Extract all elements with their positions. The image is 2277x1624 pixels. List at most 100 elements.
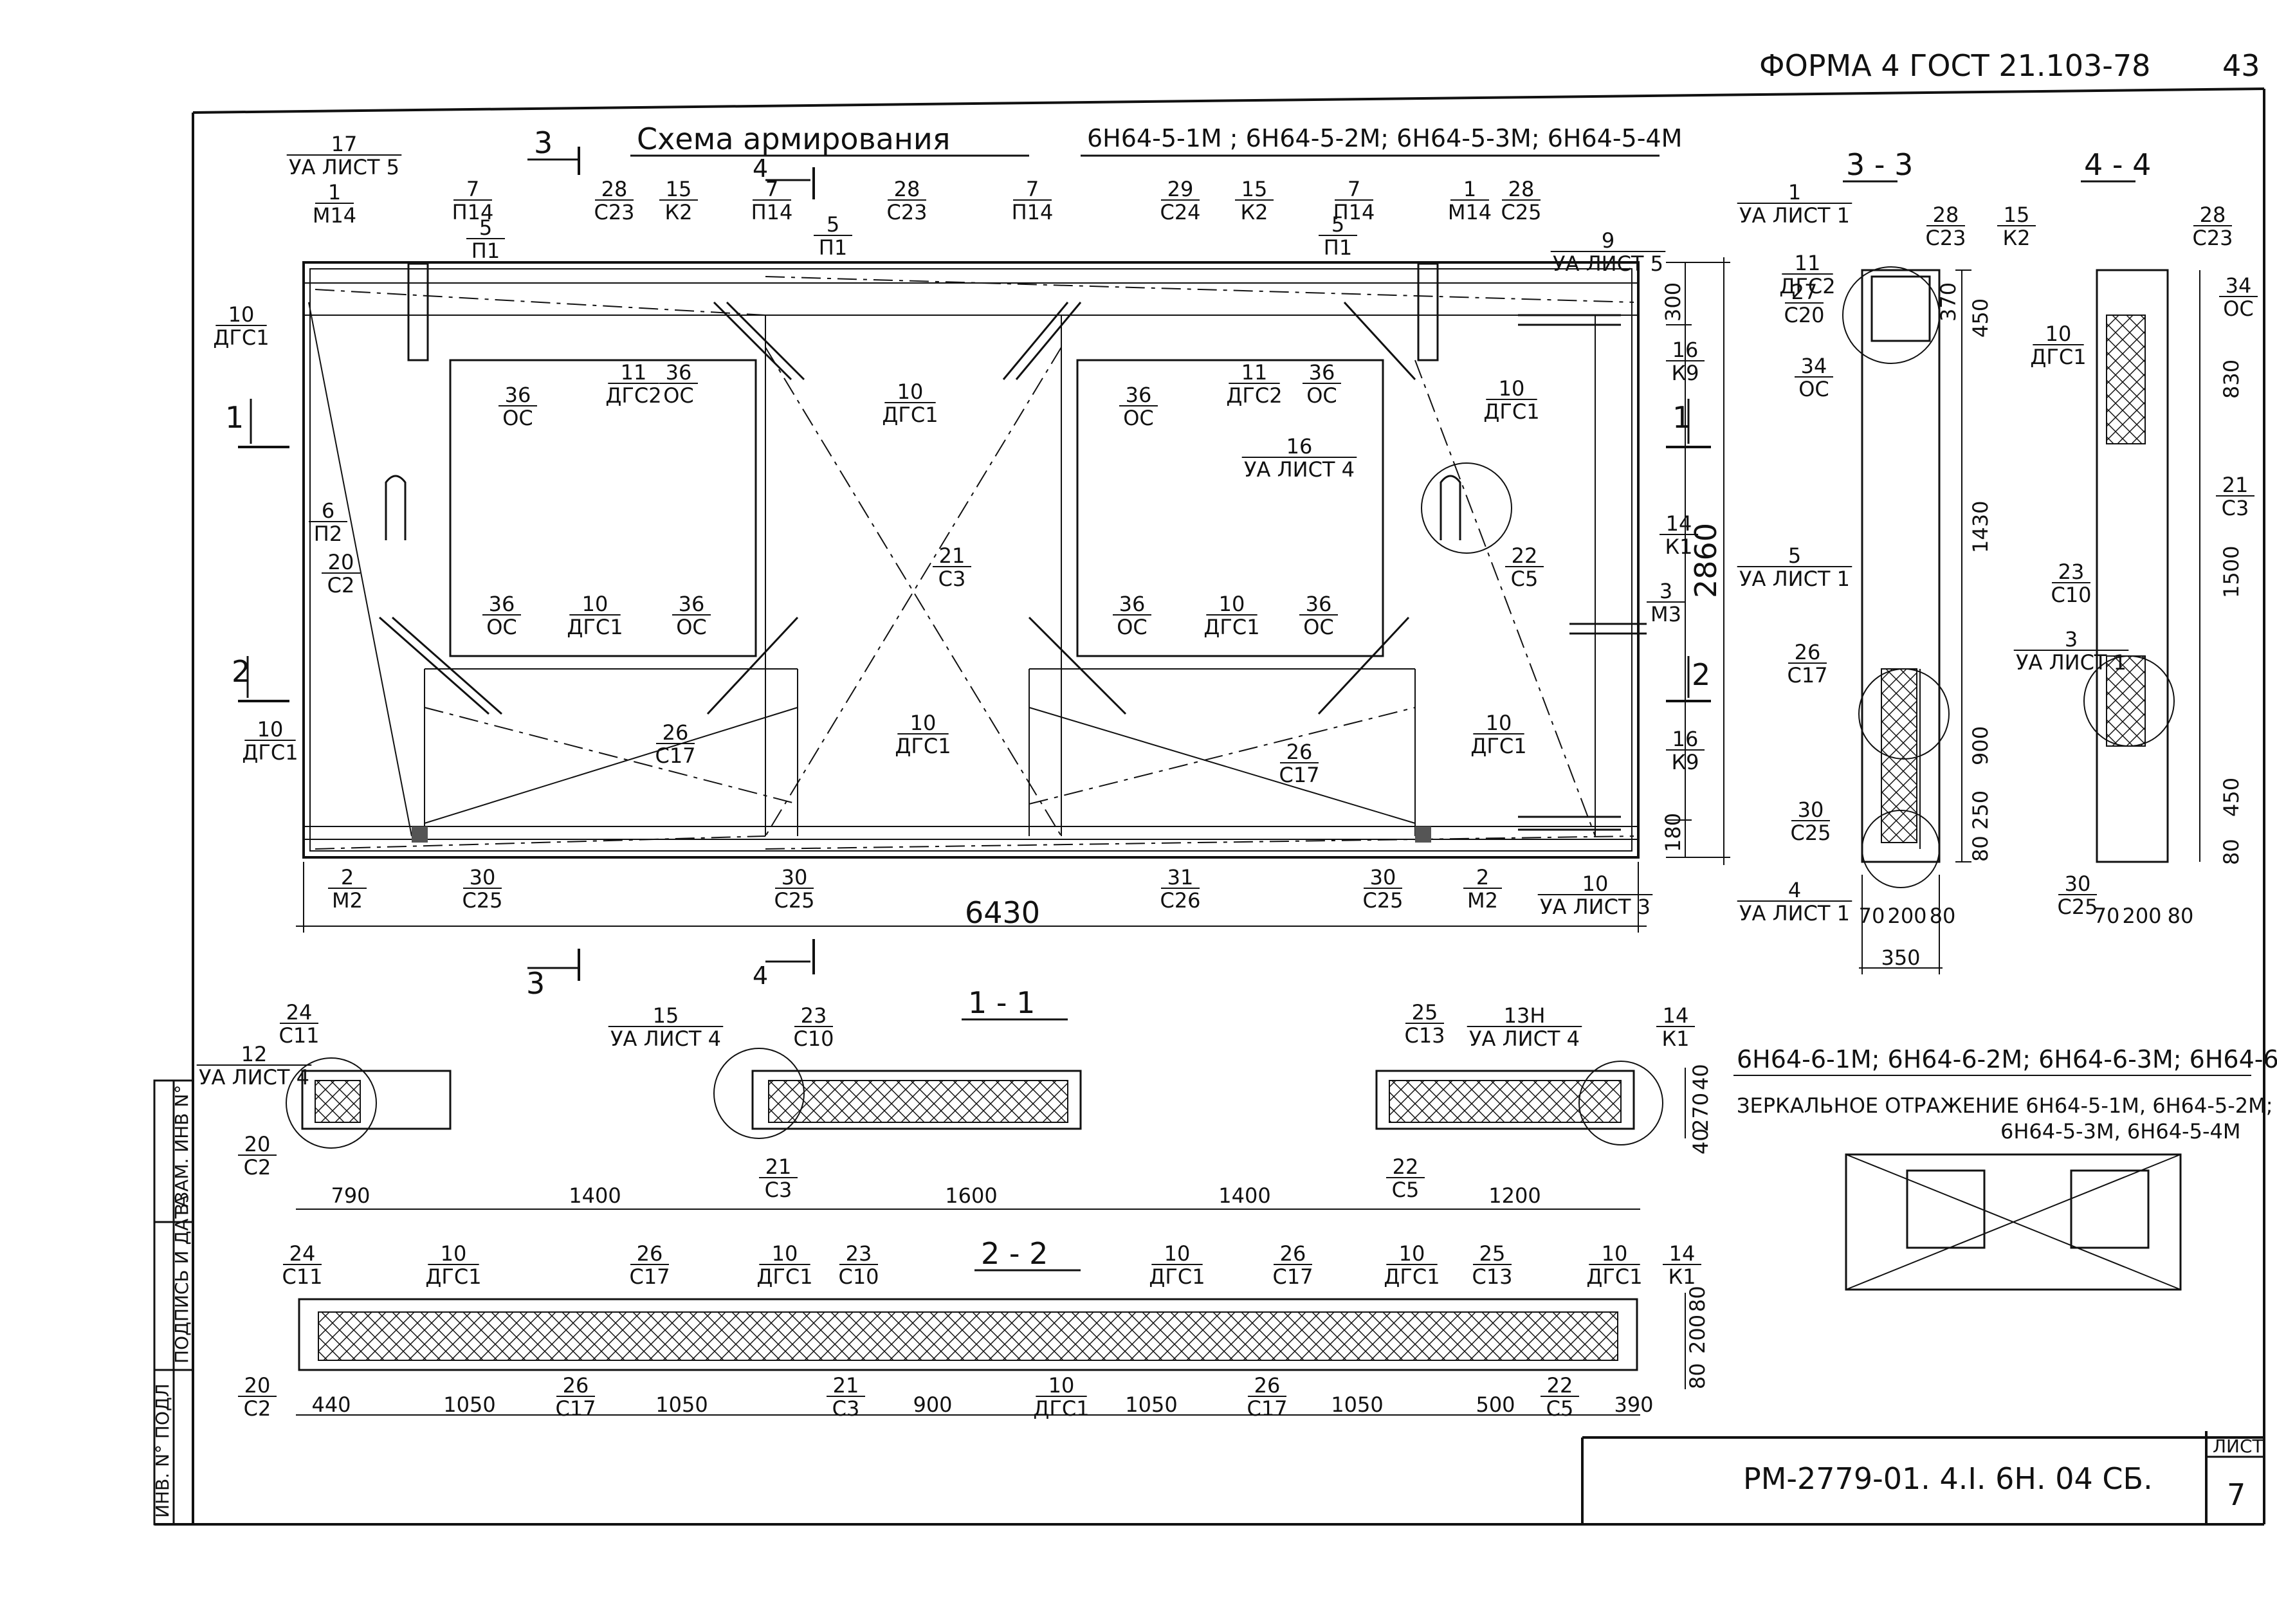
callout-inner-7-ref: ОС [1306,383,1337,408]
callout-top-3-num: 5 [479,215,492,240]
s11-callout-3-num: 23 [801,1003,827,1028]
callout-bottom-1-num: 30 [470,865,496,890]
section-mark-2-right: 2 [1692,657,1710,692]
callout-inner-10-num: 16 [1286,434,1313,459]
section-markers [238,147,1711,981]
s33-callout-3-num: 28 [1933,203,1959,227]
callout-inner-16-ref: М3 [1651,602,1681,626]
s44-callout-2-num: 10 [2045,322,2072,346]
section-mark-4-top: 4 [753,154,768,183]
callout-inner-extra-4-num: 10 [1219,592,1245,616]
callout-inner-15-ref: К1 [1665,534,1692,559]
section-1-1-drawing [286,1048,1686,1210]
s22-callout-16-ref: С5 [1546,1396,1574,1421]
s22-callout-9-ref: ДГС1 [1586,1264,1642,1289]
s22-callout-5-ref: ДГС1 [1149,1264,1205,1289]
callout-inner-extra-5-ref: ОС [1303,615,1334,639]
callout-top-16: 9УА ЛИСТ 5 [1550,228,1666,276]
stamp-inv-label: ИНВ. N° ПОДЛ [152,1383,173,1518]
callout-bottom-0-num: 2 [341,865,354,890]
s22-callout-4-ref: С10 [838,1264,879,1289]
mirror-panels: 6Н64-6-1М; 6Н64-6-2М; 6Н64-6-3М; 6Н64-6-… [1737,1045,2277,1073]
callout-inner-14-num: 22 [1512,543,1538,568]
s44-callout-5-num: 3 [2065,627,2078,652]
s33-callout-9-num: 4 [1788,878,1801,902]
s44-callout-3-num: 21 [2222,473,2249,497]
dim-300: 300 [1661,282,1685,322]
s22-dim-4: 1050 [1125,1392,1177,1417]
s33-dim-8: 80 [1930,904,1956,928]
s22-callout-6-ref: С17 [1272,1264,1313,1289]
s22-callout-0-num: 24 [289,1241,316,1266]
callout-inner-extra-4-ref: ДГС1 [1203,615,1259,639]
callout-inner-17-ref: С17 [655,744,695,768]
s11-callout-9-ref: С5 [1392,1178,1420,1202]
side-stamp: ИНВ. N° ПОДЛ ПОДПИСЬ И ДАТА ВЗАМ. ИНВ N° [152,1079,194,1526]
section-4-4-title: 4 - 4 [2084,147,2151,182]
s33-callout-4-ref: К2 [2002,226,2030,250]
sheet-label: ЛИСТ [2213,1436,2264,1457]
s11-callout-7-ref: С2 [244,1155,271,1180]
s33-dim-3: 900 [1968,726,1993,765]
callout-bottom-5-num: 2 [1476,865,1489,890]
callout-inner-extra-3-ref: ОС [1117,615,1148,639]
callout-inner-extra-1-ref: ДГС1 [567,615,623,639]
s11-callout-3-ref: С10 [793,1026,834,1051]
callout-inner-extra-2-ref: ОС [676,615,707,639]
s33-callout-6-num: 5 [1788,543,1801,568]
s22-callout-7-ref: ДГС1 [1384,1264,1440,1289]
s11-callout-5-num: 13Н [1504,1003,1546,1028]
section-mark-3-bottom: 3 [526,966,545,1001]
page-number: 43 [2222,48,2260,83]
callout-bottom-6-ref: УА ЛИСТ 3 [1540,895,1651,919]
callout-inner-9-ref: К9 [1671,361,1699,385]
s44-callout-6-num: 30 [2065,871,2091,896]
callout-top-10-ref: С24 [1160,200,1200,224]
s11-callout-6-num: 14 [1663,1003,1689,1028]
callout-inner-8-num: 10 [1499,376,1525,401]
s33-callout-0-num: 1 [1788,180,1801,205]
s33-callout-9: 4УА ЛИСТ 1 [1737,878,1852,926]
callout-top-11-ref: К2 [1240,200,1268,224]
callout-top-9-ref: П14 [1012,200,1054,224]
s33-callout-3-ref: С23 [1925,226,1966,250]
s44-callout-1-num: 34 [2226,273,2252,298]
callout-top-8-num: 5 [827,212,839,237]
section-4-4-drawing [2083,269,2200,863]
s22-dim-7: 390 [1614,1392,1653,1417]
callout-inner-19-num: 16 [1672,727,1699,751]
stamp-sign-label: ПОДПИСЬ И ДАТА [171,1195,192,1364]
callout-top-12: 5П1 [1319,212,1357,260]
callout-bottom-4-ref: С25 [1362,888,1403,913]
callout-inner-extra-8-num: 10 [1486,711,1512,735]
callout-top-4-ref: С23 [594,200,634,224]
s22-callout-9-num: 10 [1602,1241,1628,1266]
s11-callout-9-num: 22 [1393,1154,1419,1179]
s22-callout-11-num: 20 [244,1373,271,1398]
callout-inner-1-ref: ОС [502,406,533,430]
callout-inner-15-num: 14 [1666,511,1692,536]
s22-callout-14-num: 10 [1048,1373,1075,1398]
s22-callout-8-num: 25 [1479,1241,1506,1266]
s22-callout-14-ref: ДГС1 [1033,1396,1089,1421]
callout-inner-10-ref: УА ЛИСТ 4 [1244,457,1355,482]
s33-callout-1-ref: ДГС2 [1779,274,1835,298]
callout-bottom-0: 2М2 [328,865,367,913]
